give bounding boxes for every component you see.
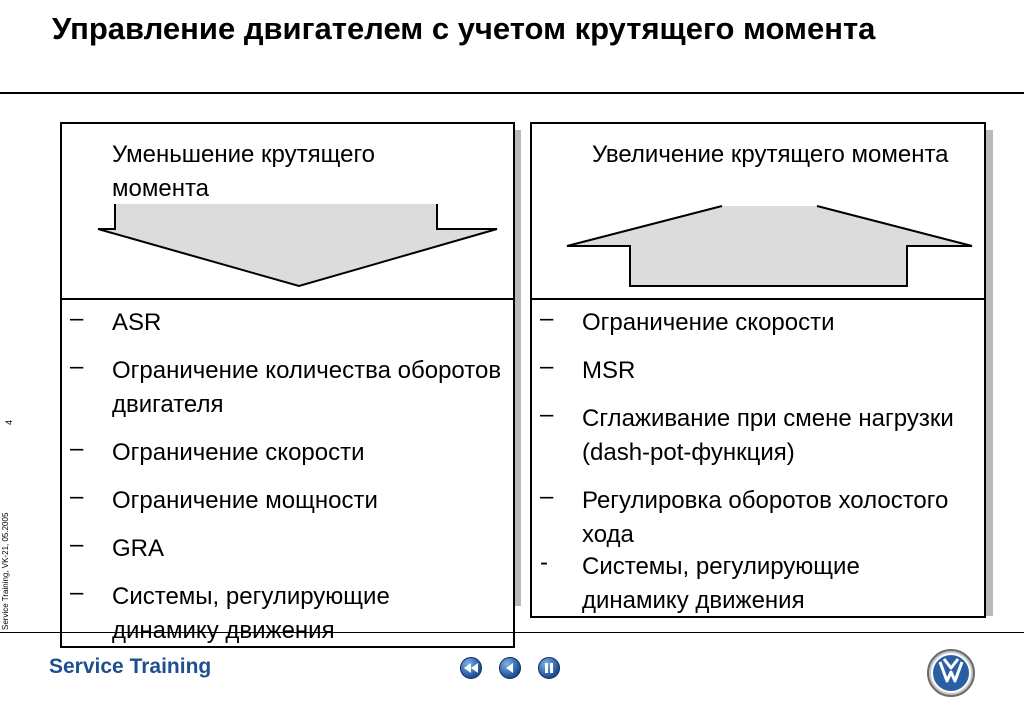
- footer-brand: Service Training: [49, 655, 212, 678]
- title-divider: [0, 92, 1024, 94]
- pause-icon[interactable]: [538, 657, 560, 679]
- list-item: –Ограничение скорости: [540, 305, 835, 336]
- list-item: –Регулировка оборотов холостого хода: [540, 483, 949, 548]
- list-item: -Системы, регулирующие динамику движения: [540, 549, 860, 614]
- list-item: –Ограничение мощности: [70, 483, 378, 514]
- rewind-icon[interactable]: [460, 657, 482, 679]
- left-header-box: Уменьшение крутящего момента: [60, 122, 515, 300]
- side-meta-text: Service Training, VK-21, 05.2005: [1, 512, 10, 630]
- list-item: –Системы, регулирующие динамику движения: [70, 579, 390, 644]
- list-item: –Ограничение скорости: [70, 435, 365, 466]
- list-item: –ASR: [70, 305, 162, 336]
- footer-divider: [0, 632, 1024, 633]
- right-heading: Увеличение крутящего момента: [592, 141, 949, 168]
- back-icon[interactable]: [499, 657, 521, 679]
- page-number: 4: [4, 419, 14, 425]
- left-list-box: –ASR –Ограничение количества оборотов дв…: [60, 298, 515, 648]
- vw-logo-icon: [927, 649, 975, 697]
- list-item: –MSR: [540, 353, 636, 384]
- list-item: –Ограничение количества оборотов двигате…: [70, 353, 502, 418]
- right-header-box: Увеличение крутящего момента: [530, 122, 986, 300]
- right-list-box: –Ограничение скорости –MSR –Сглаживание …: [530, 298, 986, 618]
- up-arrow-icon: [566, 205, 973, 287]
- left-heading: Уменьшение крутящего момента: [112, 141, 376, 202]
- list-item: –GRA: [70, 531, 165, 562]
- list-item: –Сглаживание при смене нагрузки (dash-po…: [540, 401, 954, 466]
- down-arrow-icon: [97, 204, 498, 288]
- right-list: –Ограничение скорости –MSR –Сглаживание …: [532, 305, 972, 632]
- page-title: Управление двигателем с учетом крутящего…: [52, 11, 876, 46]
- left-list: –ASR –Ограничение количества оборотов дв…: [62, 305, 502, 662]
